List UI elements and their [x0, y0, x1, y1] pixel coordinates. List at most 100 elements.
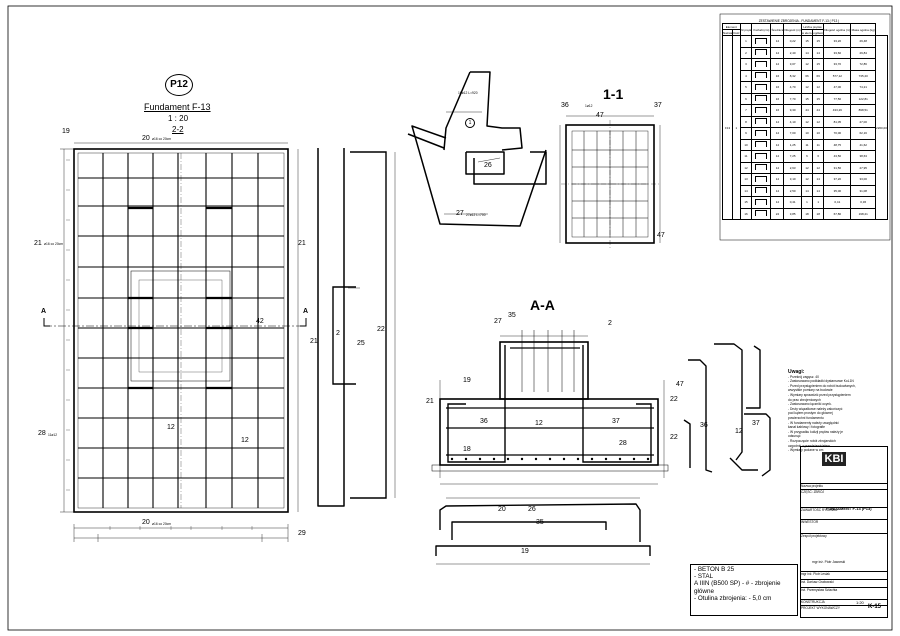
bom-count-total: 14	[812, 184, 825, 197]
bom-bar-nr: 7	[739, 104, 753, 117]
spec-line: - Wymiary sprawdzić przed przystąpieniem	[788, 392, 851, 397]
bom-length: 0,22	[783, 35, 802, 48]
aa-mark-22: 22	[670, 396, 678, 403]
sheet-border	[7, 5, 893, 631]
aa-mark-26: 26	[528, 506, 536, 513]
bom-h-total-length: Długość ogólna (m)	[823, 23, 852, 36]
plan-mark-left-bar-sub: ø16 co 20cm	[44, 242, 64, 246]
bom-diameter: 16	[770, 69, 785, 82]
bom-count-elem: 14	[800, 184, 814, 197]
plan-section-label: 2-2	[172, 125, 184, 134]
bom-mass: 0,36	[850, 196, 876, 209]
bent-mark-47: 47	[676, 381, 684, 388]
bom-bar-shape	[751, 207, 772, 220]
elev-mark-22: 22	[377, 326, 385, 333]
note-main: główne	[694, 587, 714, 595]
plan-mark-19: 19	[62, 128, 70, 135]
bom-length: 7,00	[783, 127, 802, 140]
bom-length: 9,30	[783, 104, 802, 117]
bom-mass: 735,20	[850, 69, 876, 82]
bom-mass: 74,21	[850, 81, 876, 94]
bent-bar-details	[683, 343, 771, 477]
bom-length: 0,41	[783, 196, 802, 209]
bom-total-length: 33,60	[823, 46, 852, 59]
bom-mass: 31,08	[850, 184, 876, 197]
bom-total-length: 577,12	[823, 69, 852, 82]
plan-scale: 1 : 20	[168, 114, 189, 123]
bom-count-elem: 10	[800, 127, 814, 140]
tb-person-1: mgr inż. Piotr Lesiak	[801, 571, 887, 578]
bom-total-length: 48,75	[823, 138, 852, 151]
plan-mark-12b: 12	[241, 437, 249, 444]
bom-bar-shape	[751, 127, 772, 140]
elev-mark-25: 25	[357, 340, 365, 347]
iso-label-1: 10ø12 L=920	[458, 91, 478, 95]
spec-line: - Zastosowano podkładki dystansowe KoL1N	[788, 379, 854, 384]
title-block: Nazwa projektu CZĘŚĆ: ZBRÓJ ZAWARTOŚĆ RY…	[800, 446, 888, 618]
aa-bar-dot	[576, 457, 580, 461]
bom-count-elem: 44	[800, 104, 814, 117]
section-1-1-grid	[572, 131, 648, 237]
tb-content: ZAWARTOŚĆ RYSUNKU	[801, 507, 887, 520]
spec-line: uzgodnić z przedstawicielem	[788, 443, 830, 448]
bom-count-total: 15	[812, 58, 825, 71]
bom-count-elem: 12	[800, 81, 814, 94]
bar-elevation	[317, 148, 396, 507]
bom-count-total: 10	[812, 127, 825, 140]
bom-count-total: 12	[812, 81, 825, 94]
note-steel: - STAL	[694, 573, 714, 581]
bom-length: 7,25	[783, 150, 802, 163]
aa-mark-19: 19	[463, 377, 471, 384]
spec-line: pod kątem prostym do głównej	[788, 411, 833, 416]
bom-count-elem: 14	[800, 46, 814, 59]
note-steel-grade: A IIIN (B500 SP) - # - zbrojenie	[694, 580, 781, 588]
iso-mark-26: 26	[484, 162, 492, 169]
bent-mark-37: 37	[752, 420, 760, 427]
aa-bar-dot	[478, 457, 482, 461]
sec11-bar-label: 1ø12	[585, 104, 593, 108]
plan-mark-left-bar: 21	[34, 240, 42, 247]
bom-bar-shape	[751, 196, 772, 209]
bom-bar-nr: 15	[739, 196, 753, 209]
tb-investor: INWESTOR	[801, 519, 887, 530]
elev-mark-21: 21	[310, 338, 318, 345]
elev-mark-2: 2	[336, 330, 340, 337]
plan-badge: P12	[165, 74, 193, 96]
bom-total-length: 433,26	[823, 104, 852, 117]
bom-diameter: 12	[770, 35, 785, 48]
bom-count-elem: 12	[800, 115, 814, 128]
bom-count-elem: 12	[800, 173, 814, 186]
bom-bar-shape	[751, 69, 772, 82]
bom-count-total: 12	[812, 115, 825, 128]
spec-line: powierzchni fundamentu	[788, 415, 824, 420]
bom-element-name: F13	[721, 35, 734, 220]
tb-sheet-number: K-15	[868, 604, 882, 610]
bom-total-length: 47,00	[823, 81, 852, 94]
aa-bar-dot	[520, 457, 524, 461]
bom-total-length: 43,50	[823, 150, 852, 163]
aa-mark-35b: 35	[536, 519, 544, 526]
bom-diameter: 12	[770, 58, 785, 71]
aa-mark-12: 12	[535, 420, 543, 427]
rebar-schedule: ZESTAWIENIE ZBROJENIA - FUNDAMENT F-13 (…	[721, 18, 889, 220]
bom-h-shape: Kształt (cm)	[751, 23, 772, 36]
bom-count-elem: 66	[800, 69, 814, 82]
aa-bar-dot	[562, 457, 566, 461]
spec-line: kanał kablowy i fotografie	[788, 425, 826, 430]
bom-h-in-element: w elem.	[800, 29, 814, 36]
plan-mark-bot-bar-sub: ø16 co 20cm	[152, 522, 172, 526]
aa-mark-28: 28	[619, 440, 627, 447]
bom-count-total: 15	[812, 92, 825, 105]
aa-bar-dot	[632, 457, 636, 461]
iso-label-2: 27ø12 L=700	[466, 213, 486, 217]
bom-count-elem: 15	[800, 35, 814, 48]
bom-h-nr: Nr pręta	[739, 23, 753, 36]
bom-length: 4,10	[783, 115, 802, 128]
bom-length: 4,70	[783, 81, 802, 94]
aa-bar-dot	[464, 457, 468, 461]
bom-total-length: 33,70	[823, 58, 852, 71]
